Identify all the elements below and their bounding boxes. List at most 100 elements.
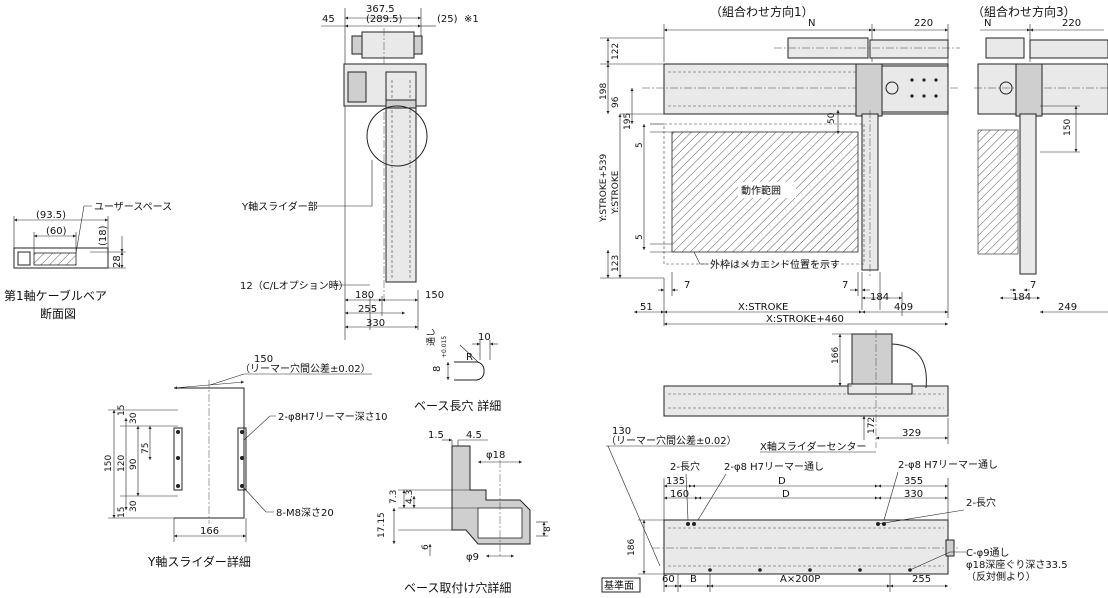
combo1-dim-184: 184 — [870, 292, 889, 303]
combo1-mech-end-frame — [663, 123, 865, 265]
combo1-dim-ystroke: Y:STROKE — [611, 170, 621, 215]
combo1-dim-409: 409 — [894, 302, 913, 313]
dim-18-cable: (18) — [98, 225, 109, 246]
base-callout-slot-left: 2-長穴 — [670, 460, 700, 473]
ys-dim-15-top: 15 — [117, 405, 127, 416]
combo1-motor-circle — [885, 81, 899, 95]
combo1-frame-note: 外枠はメカエンド位置を示す — [710, 258, 840, 271]
ys-dim-75: 75 — [141, 443, 151, 454]
ys-dim-120: 120 — [117, 455, 127, 472]
mh-dim-4-5: 4.5 — [466, 430, 482, 441]
x-side-dim-172: 172 — [867, 417, 877, 434]
dim-45: 45 — [322, 14, 335, 25]
base-dim-D-2: D — [782, 489, 790, 500]
ys-dim-30-top: 30 — [129, 412, 139, 424]
cable-title-2: 断面図 — [40, 306, 76, 321]
slider-top-plate — [385, 99, 417, 109]
dim-28-cable: 28 — [112, 255, 123, 268]
dim-330: 330 — [366, 318, 385, 329]
base-dim-A200P: A×200P — [780, 574, 820, 585]
motor-body — [361, 31, 415, 59]
combo1-dim-195: 195 — [623, 113, 633, 130]
slot-detail: 10 R 8 +0.015 通し ベース長穴 詳細 — [414, 328, 501, 413]
note-mark-1: ※1 — [464, 14, 479, 25]
combo3-dim-220: 220 — [1062, 18, 1081, 29]
combo1-dim-96: 96 — [611, 96, 621, 108]
connector-block — [347, 71, 367, 103]
combo1-x-motor — [881, 65, 949, 113]
combo1-area-label: 動作範囲 — [741, 184, 781, 197]
base-dim-255: 255 — [912, 574, 931, 585]
dim-289-5: (289.5) — [366, 14, 403, 25]
base-plan-end — [945, 539, 955, 557]
x-side-cable — [891, 343, 927, 389]
combo3-dim-150: 150 — [1063, 119, 1073, 136]
x-side-view: 166 172 329 X軸スライダーセンター — [663, 330, 949, 453]
x-side-dim-166: 166 — [831, 347, 841, 364]
combo3-y-rail — [1019, 113, 1037, 275]
combo1-title: （組合わせ方向1） — [710, 4, 814, 19]
dim-150-top: 150 — [425, 290, 444, 301]
option-note: 12（C/Lオプション時） — [240, 280, 349, 292]
y-slider-tap-callout: 8-M8深さ20 — [276, 507, 334, 519]
mh-dim-1-5: 1.5 — [428, 430, 444, 441]
ys-dim-30-bottom: 30 — [129, 500, 139, 512]
combo3-y-cap — [1029, 39, 1108, 59]
mount-detail-title: ベース取付け穴詳細 — [404, 580, 511, 595]
dim-255: 255 — [358, 304, 377, 315]
cable-section: ユーザースペース (93.5) (60) (18) 28 第1軸ケーブルベア 断… — [4, 201, 172, 321]
base-dim-D-1: D — [778, 476, 786, 487]
combo1-dim-xstroke: X:STROKE — [738, 302, 788, 313]
mh-dim-6: 6 — [421, 544, 431, 550]
y-slider-pitch-note: （リーマー穴間公差±0.02） — [240, 362, 371, 375]
slot-tolerance: +0.015 — [441, 336, 448, 358]
y-slider-part-label: Y軸スライダー部 — [241, 200, 318, 213]
x-side-carriage — [847, 383, 913, 395]
ys-dim-15-bottom: 15 — [117, 507, 127, 518]
combo3-x-axis — [977, 63, 1108, 115]
combo1-dim-50: 50 — [827, 112, 837, 124]
y-slider-detail-circle — [366, 105, 428, 167]
y-slider-pin-callout: 2-φ8H7リーマー深さ10 — [278, 411, 388, 423]
combo1-dim-xstroke-460: X:STROKE+460 — [766, 314, 844, 325]
base-dim-B: B — [690, 574, 697, 585]
base-hole-note-3: （反対側より） — [966, 570, 1036, 583]
ys-dim-166: 166 — [200, 526, 219, 537]
base-dim-355: 355 — [904, 476, 923, 487]
slot-radius: R — [466, 352, 473, 363]
combo3-slider — [1015, 63, 1043, 117]
ys-dim-90: 90 — [129, 458, 139, 470]
slot-dim-10: 10 — [478, 332, 491, 343]
y-slider-detail-title: Y軸スライダー詳細 — [147, 554, 251, 569]
combo1-dim-122: 122 — [611, 43, 621, 60]
user-space-label: ユーザースペース — [94, 201, 172, 213]
mh-dim-7-3: 7.3 — [389, 490, 399, 504]
combo3-title: （組合わせ方向3） — [972, 4, 1076, 19]
combo1-dim-7-left: 7 — [684, 280, 690, 291]
mh-dim-17-15: 17.15 — [377, 512, 387, 538]
base-callout-pin-right: 2-φ8 H7リーマー通し — [898, 459, 998, 471]
cable-side — [17, 251, 31, 266]
datum-box — [601, 577, 641, 593]
base-dim-330: 330 — [904, 489, 923, 500]
top-view: 367.5 (289.5) 45 (25) ※1 Y軸スライダー部 12（C/L… — [240, 4, 479, 340]
slot-shape — [454, 361, 485, 381]
combo1-view: （組合わせ方向1） N 220 動作範囲 外枠はメカエンド位置を示す — [599, 4, 960, 326]
y-slider-pitch: 150 — [254, 354, 273, 365]
combo1-y-cap — [869, 39, 949, 59]
base-hole-note-1: C-φ9通し — [966, 547, 1010, 559]
base-plan-body — [663, 519, 949, 575]
base-pitch-130: 130 — [612, 426, 631, 437]
x-side-y-motor — [851, 333, 893, 387]
combo3-operating-area — [977, 129, 1019, 255]
x-slider-center-label: X軸スライダーセンター — [760, 440, 866, 453]
mh-dim-8: 8 — [543, 526, 553, 532]
base-hole-note-2: φ18深座ぐり深さ33.5 — [966, 558, 1068, 571]
combo3-view: （組合わせ方向3） N 220 150 7 184 249 — [972, 4, 1108, 314]
combo1-dim-ystroke-539: Y:STROKE+539 — [599, 154, 609, 223]
mh-dim-phi9: φ9 — [466, 552, 479, 563]
slot-through: 通し — [426, 328, 437, 346]
datum-label: 基準面 — [604, 579, 634, 592]
dim-93-5: (93.5) — [36, 210, 66, 221]
cable-title-1: 第1軸ケーブルベア — [4, 288, 107, 303]
